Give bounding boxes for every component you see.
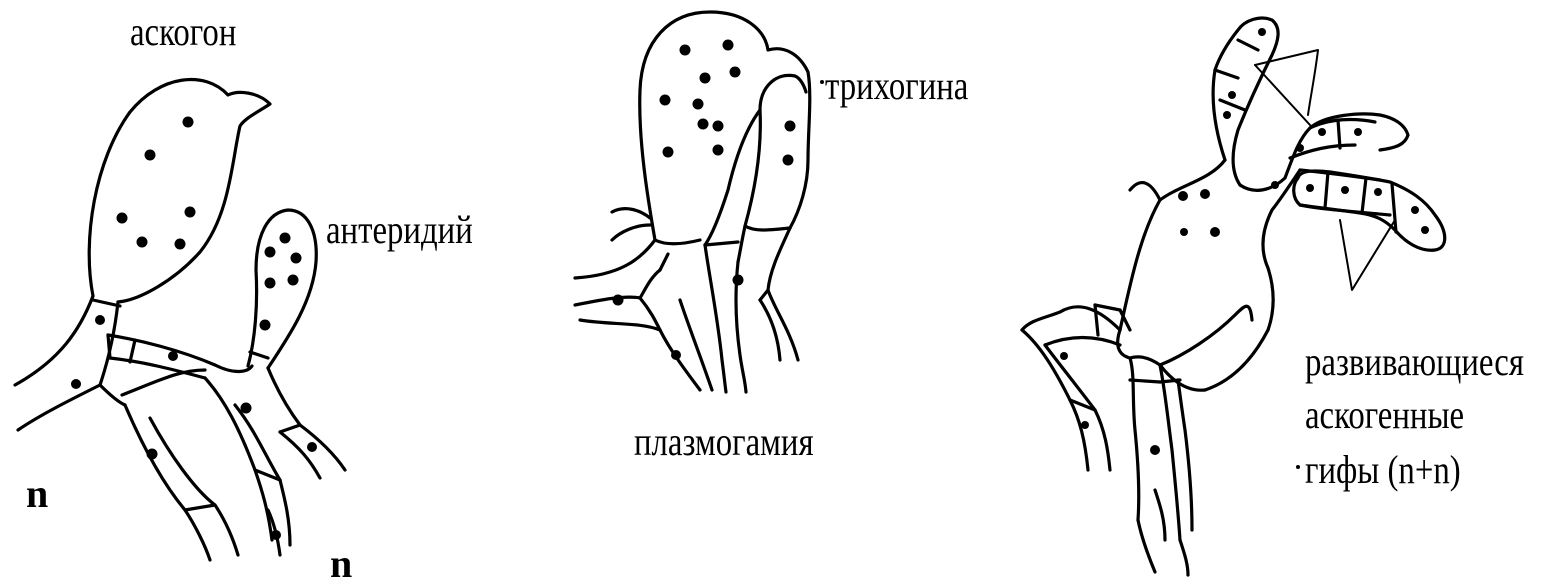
label-plasmogamy: плазмогамия xyxy=(634,422,814,462)
panel-ascogon-antheridium xyxy=(15,80,345,560)
ascogenous-nuclei xyxy=(1060,28,1429,455)
label-trichogyne: трихогина xyxy=(825,66,968,106)
trichogyne xyxy=(745,75,806,230)
label-developing-line3: гифы (n+n) xyxy=(1305,448,1461,491)
ascogon-nuclei xyxy=(117,117,196,250)
antheridium-nuclei xyxy=(260,233,302,331)
label-ploidy-left: n xyxy=(26,470,48,517)
label-ascogon: аскогон xyxy=(130,12,236,52)
label-developing-line2: аскогенные xyxy=(1305,393,1464,436)
ascogon-stalk xyxy=(15,296,93,385)
perithecium-outline xyxy=(1255,50,1318,115)
panel-plasmogamy xyxy=(575,12,824,392)
label-developing-line1: развивающиеся xyxy=(1305,340,1524,383)
ascogon-cell xyxy=(89,80,270,302)
label-antheridium: антеридий xyxy=(326,210,473,250)
label-ploidy-bottom: n xyxy=(330,540,352,587)
